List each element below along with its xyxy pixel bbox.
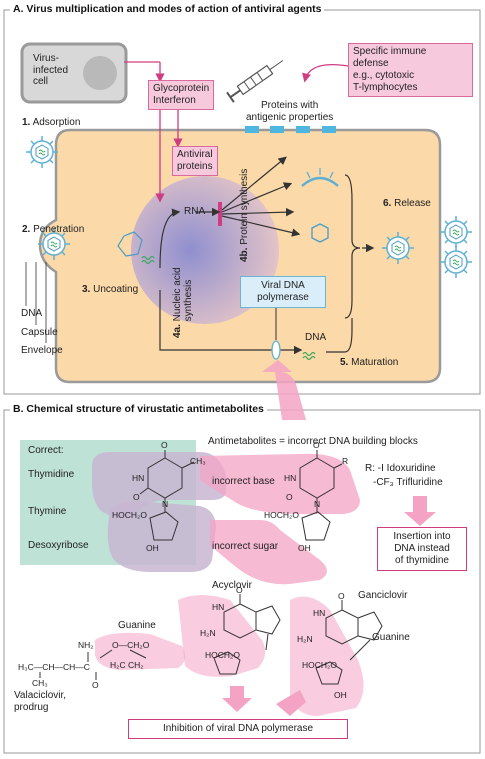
antimetabolites-heading: Antimetabolites = incorrect DNA building…	[208, 436, 418, 447]
thymidine-label: Thymidine	[28, 469, 75, 480]
ganciclovir-label: Ganciclovir	[358, 590, 408, 601]
acyclovir-label: Acyclovir	[212, 580, 253, 591]
infected-cell-label: Virus- infected cell	[33, 53, 69, 87]
antiviral-proteins-box: Antiviral proteins	[172, 146, 218, 176]
rna-label: RNA	[184, 206, 206, 217]
guanine-right-label: Guanine	[372, 632, 410, 643]
legend-capsule: Capsule	[21, 327, 58, 338]
ganciclovir-o: O	[338, 591, 345, 601]
thymidine-hn: HN	[132, 473, 145, 483]
thymidine-ch3: CH₃	[190, 456, 206, 466]
legend-dna: DNA	[21, 308, 43, 319]
viral-dna-polymerase-box: Viral DNA polymerase	[240, 276, 326, 308]
ganciclovir-h2n: H₂N	[297, 634, 313, 644]
thymidine-hoch2o: HOCH₂O	[112, 510, 147, 520]
step-protein-synthesis: 4b. Protein synthesis	[239, 168, 250, 262]
step-uncoating: 3. Uncoating	[82, 284, 139, 295]
ganciclovir-oh: OH	[334, 690, 347, 700]
valaciclovir-chain: H₃C—CH—CH—C	[18, 662, 90, 672]
step-release: 6. Release	[383, 198, 431, 209]
step-maturation: 5. Maturation	[340, 357, 399, 368]
analog-o-bottom: O	[286, 492, 293, 502]
incorrect-sugar-label: incorrect sugar	[212, 541, 279, 552]
acyclovir-h2n: H₂N	[200, 628, 216, 638]
analog-r: R	[342, 456, 349, 466]
legend-envelope: Envelope	[21, 345, 63, 356]
interferon-box: Glycoprotein Interferon	[148, 80, 215, 110]
step-nucleic-acid-synthesis: 4a. Nucleic acid synthesis	[172, 267, 194, 338]
acyclovir-hn: HN	[212, 602, 225, 612]
analog-oh: OH	[298, 543, 311, 553]
inhibition-box: Inhibition of viral DNA polymerase	[128, 719, 348, 739]
insertion-box: Insertion into DNA instead of thymidine	[377, 527, 467, 571]
thymine-label: Thymine	[28, 506, 67, 517]
correct-label: Correct:	[28, 445, 64, 456]
r-trifluridine: -CF₃ Trifluridine	[373, 477, 443, 488]
acyclovir-o: O	[236, 585, 243, 595]
valaciclovir-label: Valaciclovir, prodrug	[14, 690, 67, 713]
section-a-title: A. Virus multiplication and modes of act…	[10, 3, 325, 15]
section-b-title: B. Chemical structure of virustatic anti…	[10, 403, 267, 415]
acyclovir-hoch2o: HOCH₂O	[205, 650, 240, 660]
desoxyribose-label: Desoxyribose	[28, 540, 89, 551]
valaciclovir-nh2: NH₂	[78, 640, 94, 650]
thymidine-o-bottom: O	[133, 492, 140, 502]
ganciclovir-hn: HN	[313, 608, 326, 618]
valaciclovir-h2c-ch2: H₂C CH₂	[110, 660, 144, 670]
immune-defense-box: Specific immune defense e.g., cytotoxic …	[348, 43, 473, 97]
analog-n: N	[314, 499, 321, 509]
step-adsorption: 1. Adsorption	[22, 117, 81, 128]
dna-label: DNA	[305, 332, 327, 343]
step-penetration: 2. Penetration	[22, 224, 85, 235]
ganciclovir-hoch2o: HOCH₂O	[302, 660, 337, 670]
analog-o-top: O	[313, 440, 320, 450]
thymidine-oh: OH	[146, 543, 159, 553]
proteins-antigenic-label: Proteins with antigenic properties	[246, 100, 334, 123]
analog-hoch2o: HOCH₂O	[264, 510, 299, 520]
analog-hn: HN	[284, 473, 297, 483]
valaciclovir-o: O	[92, 680, 99, 690]
valaciclovir-ch3: CH₃	[32, 678, 48, 688]
thymidine-n: N	[162, 499, 169, 509]
valaciclovir-och2o: O—CH₂O	[112, 640, 150, 650]
thymidine-o-top: O	[161, 440, 168, 450]
incorrect-base-label: incorrect base	[212, 476, 275, 487]
guanine-left-label: Guanine	[118, 620, 156, 631]
r-idoxuridine: R: -I Idoxuridine	[365, 463, 436, 474]
